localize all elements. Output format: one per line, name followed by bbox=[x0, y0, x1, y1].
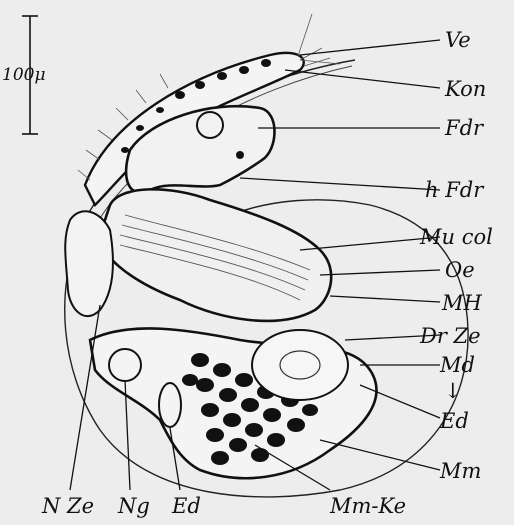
label-arrow: ↓ bbox=[444, 379, 462, 403]
scale-bar-label: 100μ bbox=[2, 65, 46, 85]
label-mh: MH bbox=[441, 291, 483, 315]
label-kon: Kon bbox=[444, 77, 486, 101]
label-ed-bottom: Ed bbox=[171, 494, 201, 518]
label-md: Md bbox=[439, 353, 475, 377]
central-body bbox=[100, 189, 331, 321]
label-oe: Oe bbox=[445, 258, 475, 282]
gland-nucleus bbox=[236, 151, 244, 159]
label-ed-right: Ed bbox=[439, 409, 469, 433]
label-mmke: Mm-Ke bbox=[329, 494, 406, 518]
label-mm: Mm bbox=[439, 459, 481, 483]
nerve-cell-mass bbox=[65, 211, 113, 316]
label-hfdr: h Fdr bbox=[425, 178, 485, 202]
label-ve: Ve bbox=[445, 28, 471, 52]
label-ng: Ng bbox=[117, 494, 150, 518]
midgut bbox=[252, 330, 348, 400]
label-nze: N Ze bbox=[41, 494, 94, 518]
label-fdr: Fdr bbox=[444, 116, 485, 140]
label-drze: Dr Ze bbox=[419, 324, 481, 348]
label-mucol: Mu col bbox=[419, 225, 493, 249]
